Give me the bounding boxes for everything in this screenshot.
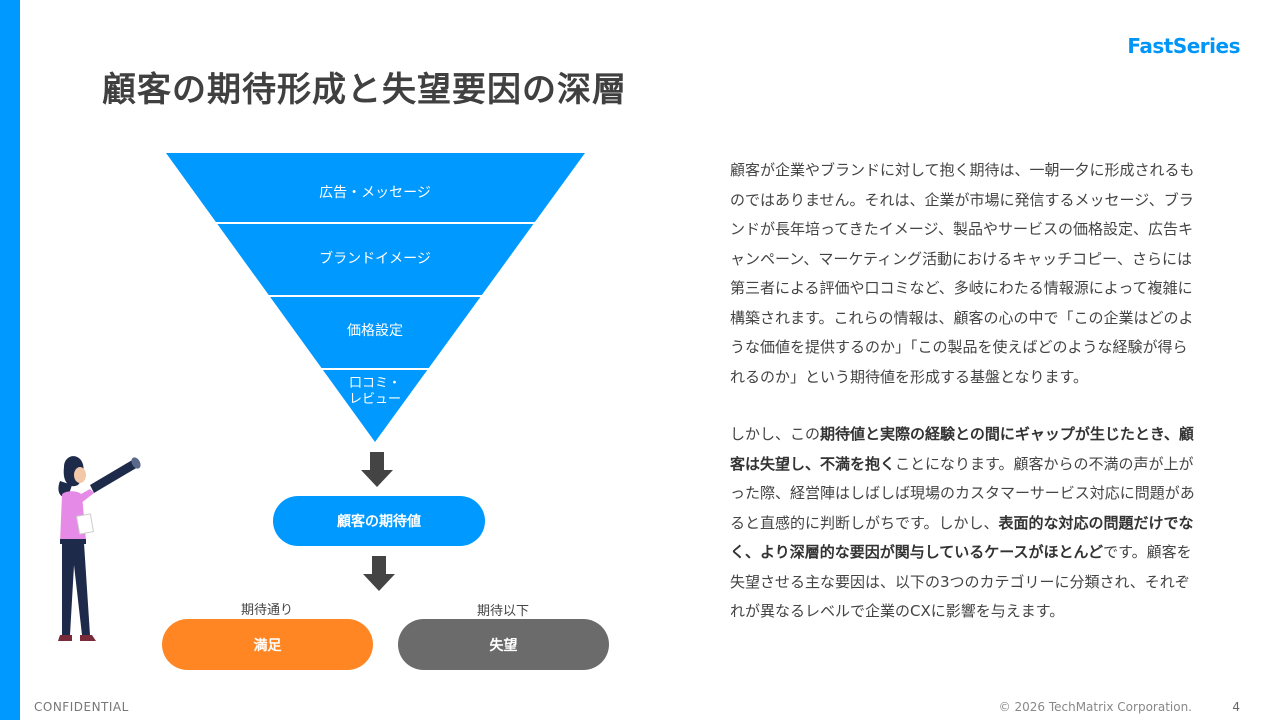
telescope-icon xyxy=(90,457,141,493)
emphasis-deep-causes: 表面的な対応の問題だけでなく、より深層的な要因が関与しているケースがほとんど xyxy=(730,513,1194,562)
funnel-layer-brand: ブランドイメージ xyxy=(319,251,431,267)
text-span: ことになります。顧客からの不満の声が上がった際、経営陣はしばしば現場のカスタマー… xyxy=(730,454,1195,532)
funnel-layer-ads: 広告・メッセージ xyxy=(319,185,431,201)
satisfied-pill: 満足 xyxy=(162,619,373,670)
paragraph-gap: しかし、この期待値と実際の経験との間にギャップが生じたとき、顧客は失望し、不満を… xyxy=(730,420,1196,627)
text-span: です。顧客を失望させる主な要因は、以下の3つのカテゴリーに分類され、それぞれが異… xyxy=(730,543,1192,620)
down-arrow-icon xyxy=(361,452,393,487)
funnel-layer-price: 価格設定 xyxy=(347,323,403,339)
met-expectation-label: 期待通り xyxy=(241,603,294,618)
paragraph-expectation-formation: 顧客が企業やブランドに対して抱く期待は、一朝一夕に形成されるものではありません。… xyxy=(730,161,1195,386)
down-arrow-icon xyxy=(363,556,395,591)
customer-expectation-pill: 顧客の期待値 xyxy=(273,496,485,546)
funnel-triangle xyxy=(166,153,585,442)
text-span: しかし、この xyxy=(730,425,821,443)
body-text: 顧客が企業やブランドに対して抱く期待は、一朝一夕に形成されるものではありません。… xyxy=(730,156,1196,627)
funnel-shape xyxy=(166,153,585,442)
page-number: 4 xyxy=(1232,700,1240,714)
copyright-text: © 2026 TechMatrix Corporation. xyxy=(998,700,1192,714)
emphasis-gap: 期待値と実際の経験との間にギャップが生じたとき、顧客は失望し、不満を抱く xyxy=(730,425,1194,473)
below-expectation-label: 期待以下 xyxy=(477,604,530,619)
expectation-funnel: 広告・メッセージ ブランドイメージ 価格設定 口コミ・ レビュー xyxy=(160,150,590,450)
accent-side-bar xyxy=(0,0,20,720)
confidential-label: CONFIDENTIAL xyxy=(34,700,129,714)
fastseries-logo: FastSeries xyxy=(1127,34,1240,58)
funnel-layer-reviews: 口コミ・ レビュー xyxy=(348,376,401,407)
page-title: 顧客の期待形成と失望要因の深層 xyxy=(102,70,627,110)
disappointed-pill: 失望 xyxy=(398,619,609,670)
woman-telescope-illustration xyxy=(58,456,141,641)
